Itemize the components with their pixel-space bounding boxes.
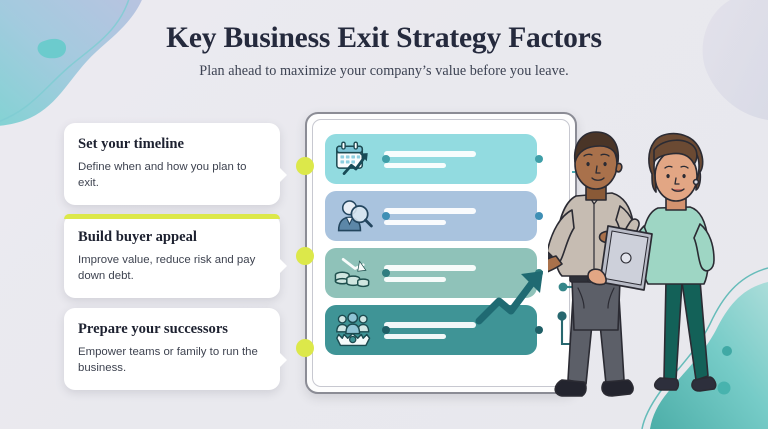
text-bar: [384, 219, 446, 225]
text-bar: [384, 276, 446, 282]
row-connector-dot-left: [382, 212, 390, 220]
buyer-search-icon: [332, 195, 378, 237]
board-row-debt[interactable]: [325, 248, 543, 298]
board-row-buyer[interactable]: [325, 191, 543, 241]
card-body: Improve value, reduce risk and pay down …: [78, 253, 256, 282]
row-connector-dot-left: [382, 326, 390, 334]
row-text-bars: [384, 150, 476, 168]
tablet-device: [587, 225, 653, 291]
whiteboard-surface: [312, 119, 570, 387]
card-title: Prepare your successors: [78, 321, 228, 337]
row-connector-dot-right: [535, 155, 543, 163]
card-body: Define when and how you plan to exit.: [78, 160, 247, 189]
text-bar: [384, 322, 476, 328]
pen-icon: [548, 251, 553, 260]
row-connector-dot-right: [535, 326, 543, 334]
bullet-dot-3: [296, 339, 314, 357]
upward-trend-arrow-icon: [475, 271, 543, 325]
bullet-dot-2: [296, 247, 314, 265]
whiteboard: [305, 112, 577, 394]
row-text-bars: [384, 264, 476, 282]
whiteboard-rows: [325, 134, 543, 362]
card-title: Build buyer appeal: [78, 229, 197, 245]
text-bar: [384, 208, 476, 214]
calendar-growth-icon: [332, 138, 378, 180]
text-bar: [384, 162, 446, 168]
row-text-bars: [384, 207, 476, 225]
text-bar: [384, 333, 446, 339]
card-prepare-your-successors[interactable]: Prepare your successors Empower teams or…: [64, 308, 287, 391]
bullet-dot-1: [296, 157, 314, 175]
row-connector-dot-left: [382, 269, 390, 277]
card-tail: [279, 258, 287, 274]
board-row-succession[interactable]: [325, 305, 543, 355]
page-title: Key Business Exit Strategy Factors: [166, 22, 602, 54]
text-bar: [384, 265, 476, 271]
card-set-your-timeline[interactable]: Set your timeline Define when and how yo…: [64, 123, 287, 206]
board-row-timeline[interactable]: [325, 134, 543, 184]
card-tail: [279, 352, 287, 368]
row-connector-dot-left: [382, 155, 390, 163]
page-subtitle: Plan ahead to maximize your company’s va…: [199, 62, 569, 79]
row-connector-dot-right: [535, 212, 543, 220]
team-gear-icon: [332, 309, 378, 351]
whiteboard-frame: [305, 112, 577, 394]
row-text-bars: [384, 321, 476, 339]
coins-decline-icon: [332, 252, 378, 294]
card-build-buyer-appeal[interactable]: Build buyer appeal Improve value, reduce…: [64, 214, 287, 299]
header: Key Business Exit Strategy Factors Plan …: [0, 22, 768, 80]
card-body: Empower teams or family to run the busin…: [78, 345, 258, 374]
card-title: Set your timeline: [78, 136, 184, 152]
card-tail: [279, 167, 287, 183]
people-illustration: [548, 131, 717, 397]
card-accent-bar: [64, 214, 280, 219]
text-bar: [384, 151, 476, 157]
